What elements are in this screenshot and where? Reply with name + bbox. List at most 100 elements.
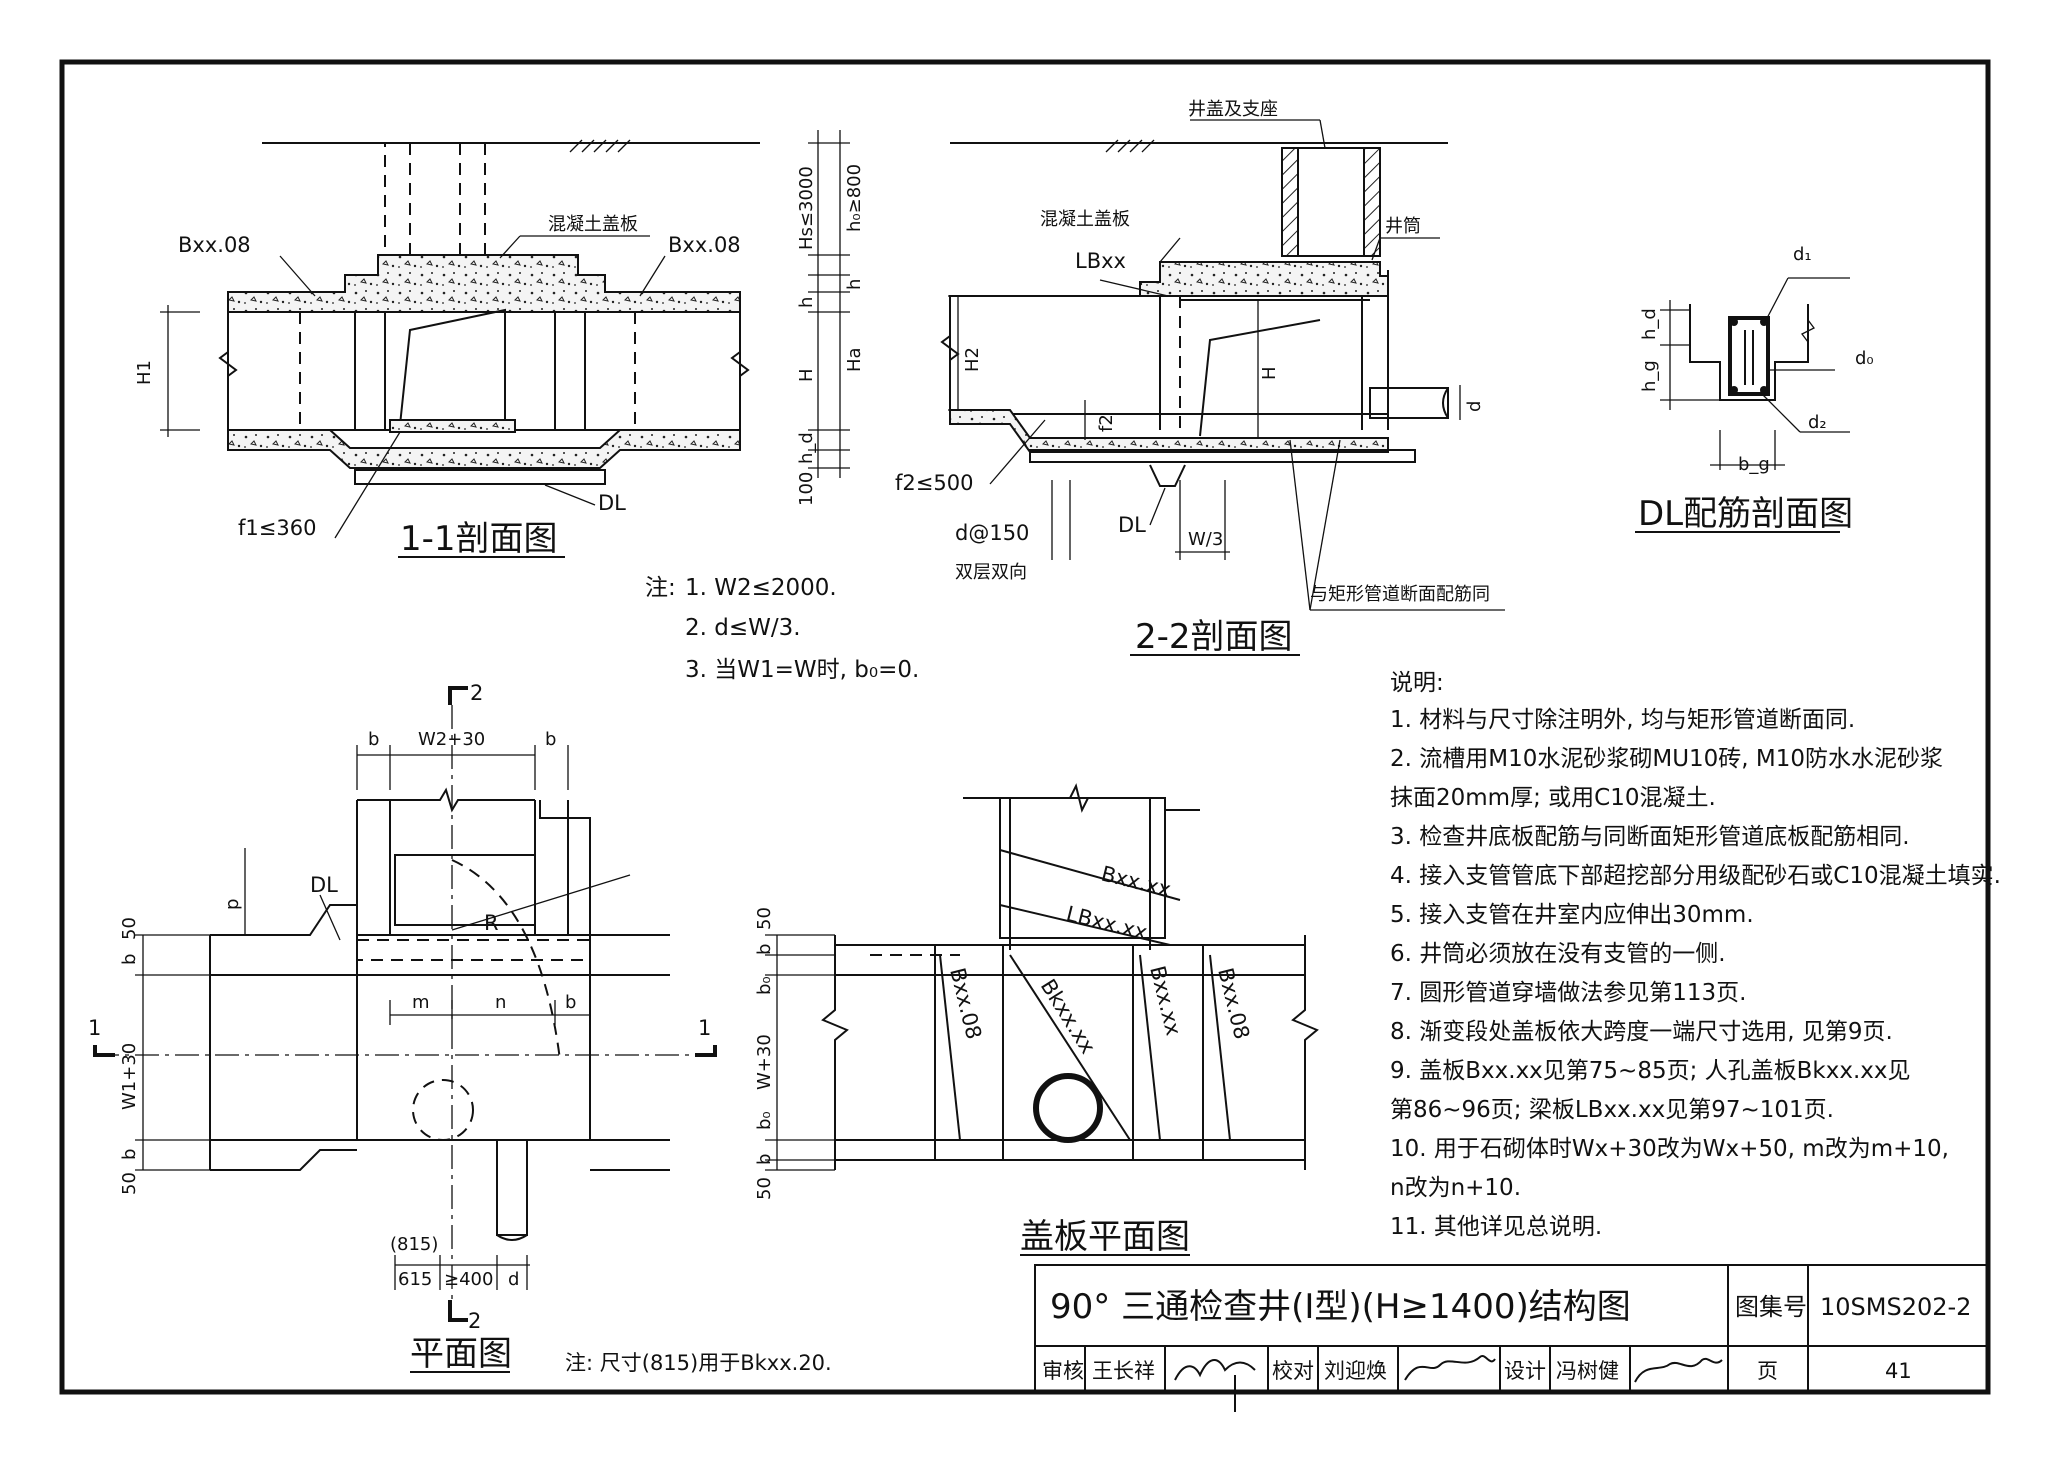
explanation-item-7: 7. 圆形管道穿墙做法参见第113页. bbox=[1390, 980, 1746, 1006]
label-cover-support: 井盖及支座 bbox=[1188, 99, 1278, 120]
dim-hd: h_d bbox=[796, 432, 817, 464]
section-1-1 bbox=[160, 130, 850, 558]
titleblock-page-label: 页 bbox=[1757, 1359, 1778, 1383]
explanation-item-1: 1. 材料与尺寸除注明外, 均与矩形管道断面同. bbox=[1390, 707, 1855, 733]
dim-h1: H1 bbox=[134, 360, 155, 385]
cover-label-bxx08a: Bxx.08 bbox=[945, 965, 986, 1041]
dim-100: 100 bbox=[796, 472, 817, 506]
sheet-border bbox=[59, 59, 1991, 1395]
titleblock-atlas-label: 图集号 bbox=[1735, 1293, 1807, 1321]
dim-h0: h₀≥800 bbox=[844, 164, 865, 232]
plan-dim-w2: W2+30 bbox=[418, 729, 485, 750]
titleblock-title: 90° 三通检查井(Ⅰ型)(H≥1400)结构图 bbox=[1050, 1287, 1631, 1327]
titleblock-design-label: 设计 bbox=[1504, 1359, 1546, 1383]
explanation-item-8: 8. 渐变段处盖板依大跨度一端尺寸选用, 见第9页. bbox=[1390, 1019, 1893, 1045]
plan-dim-w1: W1+30 bbox=[119, 1043, 140, 1110]
titleblock-designer: 冯树健 bbox=[1556, 1359, 1619, 1383]
cover-dim-b0b: b₀ bbox=[754, 1111, 775, 1130]
label-dl-2: DL bbox=[1118, 513, 1146, 537]
label-dl-1: DL bbox=[598, 491, 626, 515]
notes-item-2: 2. d≤W/3. bbox=[685, 615, 801, 641]
plan-dim-b1: b bbox=[368, 729, 379, 750]
dl-section bbox=[1635, 277, 1850, 533]
plan-dim-50a: 50 bbox=[119, 917, 140, 940]
plan-dim-ba: b bbox=[119, 954, 140, 965]
plan-dim-n: n bbox=[495, 992, 506, 1013]
label-bxx-left: Bxx.08 bbox=[178, 233, 251, 257]
explanation-item-4: 4. 接入支管管底下部超挖部分用级配砂石或C10混凝土填实. bbox=[1390, 863, 2001, 889]
title-section-2-2: 2-2剖面图 bbox=[1135, 617, 1293, 657]
titleblock-checker: 刘迎焕 bbox=[1324, 1359, 1387, 1383]
plan-dim-615: 615 bbox=[398, 1269, 432, 1290]
title-block bbox=[1034, 1264, 1989, 1412]
cover-plan bbox=[765, 783, 1319, 1256]
plan-dim-815: (815) bbox=[390, 1234, 438, 1255]
titleblock-atlas-no: 10SMS202-2 bbox=[1820, 1293, 1971, 1321]
explanation-item-11: 11. 其他详见总说明. bbox=[1390, 1214, 1602, 1240]
dim-hg-dl: h_g bbox=[1639, 360, 1660, 392]
cover-dim-b0a: b₀ bbox=[754, 976, 775, 995]
notes-item-3: 3. 当W1=W时, b₀=0. bbox=[685, 657, 919, 683]
label-lbxx: LBxx bbox=[1075, 249, 1126, 273]
notes-item-1: 1. W2≤2000. bbox=[685, 575, 837, 601]
dim-h: h bbox=[796, 297, 817, 308]
explanation-item-10b: n改为n+10. bbox=[1390, 1175, 1521, 1201]
section-2-2 bbox=[940, 119, 1505, 656]
dim-h-big: H bbox=[796, 368, 817, 382]
explanation-item-9: 9. 盖板Bxx.xx见第75~85页; 人孔盖板Bkxx.xx见 bbox=[1390, 1058, 1911, 1084]
label-bxx-right: Bxx.08 bbox=[668, 233, 741, 257]
label-d1: d₁ bbox=[1793, 244, 1812, 265]
title-cover-plan: 盖板平面图 bbox=[1020, 1217, 1190, 1257]
plan-sec2-top: 2 bbox=[470, 681, 483, 705]
cover-dim-50a: 50 bbox=[754, 907, 775, 930]
dim-bg-dl: b_g bbox=[1738, 454, 1770, 475]
title-section-1-1: 1-1剖面图 bbox=[400, 519, 558, 559]
notes-lead: 注: bbox=[645, 575, 676, 601]
explanation-item-2: 2. 流槽用M10水泥砂浆砌MU10砖, M10防水水泥砂浆 bbox=[1390, 746, 1943, 772]
label-f1: f1≤360 bbox=[238, 516, 316, 540]
cover-label-bxx08b: Bxx.08 bbox=[1213, 965, 1254, 1041]
plan-dim-p: p bbox=[222, 899, 243, 910]
plan-dim-bb: b bbox=[119, 1149, 140, 1160]
explanation-heading: 说明: bbox=[1390, 670, 1444, 696]
plan-dim-50b: 50 bbox=[119, 1172, 140, 1195]
label-shaft: 井筒 bbox=[1385, 216, 1421, 237]
plan-sec2-bot: 2 bbox=[468, 1309, 481, 1333]
dim-hs: Hs≤3000 bbox=[796, 166, 817, 250]
plan-sec1-left: 1 bbox=[88, 1016, 101, 1040]
label-slab-2: 混凝土盖板 bbox=[1040, 209, 1130, 230]
plan-label-dl: DL bbox=[310, 873, 338, 897]
cover-dim-b: b bbox=[754, 944, 775, 955]
label-d150: d@150 bbox=[955, 521, 1029, 545]
explanation-item-10: 10. 用于石砌体时Wx+30改为Wx+50, m改为m+10, bbox=[1390, 1136, 1949, 1162]
explanation-item-9b: 第86~96页; 梁板LBxx.xx见第97~101页. bbox=[1390, 1097, 1834, 1123]
explanation-item-3: 3. 检查井底板配筋与同断面矩形管道底板配筋相同. bbox=[1390, 824, 1910, 850]
dim-f2: f2 bbox=[1096, 414, 1117, 432]
titleblock-reviewer: 王长祥 bbox=[1092, 1359, 1155, 1383]
plan-label-r: R bbox=[484, 911, 499, 935]
dim-ha: Ha bbox=[844, 347, 865, 372]
cover-dim-w: W+30 bbox=[754, 1034, 775, 1090]
dim-hd-dl: h_d bbox=[1639, 308, 1660, 340]
label-d0: d₀ bbox=[1855, 348, 1874, 369]
plan-note: 注: 尺寸(815)用于Bkxx.20. bbox=[565, 1351, 832, 1375]
plan-view bbox=[93, 686, 717, 1373]
explanation-item-2b: 抹面20mm厚; 或用C10混凝土. bbox=[1390, 785, 1716, 811]
label-two-way: 双层双向 bbox=[955, 562, 1027, 583]
explanation-item-6: 6. 井筒必须放在没有支管的一侧. bbox=[1390, 941, 1726, 967]
titleblock-review-label: 审核 bbox=[1042, 1359, 1084, 1383]
plan-dim-d: d bbox=[508, 1269, 519, 1290]
cover-label-bxx-top: Bxx.xx bbox=[1099, 862, 1174, 902]
dim-h-small: h bbox=[844, 279, 865, 290]
label-d2: d₂ bbox=[1808, 412, 1827, 433]
title-dl-section: DL配筋剖面图 bbox=[1638, 494, 1853, 534]
plan-dim-b3: b bbox=[565, 992, 576, 1013]
plan-sec1-right: 1 bbox=[698, 1016, 711, 1040]
label-concrete-slab: 混凝土盖板 bbox=[548, 214, 638, 235]
dim-h2: H2 bbox=[962, 347, 983, 372]
titleblock-check-label: 校对 bbox=[1272, 1359, 1314, 1383]
dim-h-2: H bbox=[1259, 366, 1280, 380]
plan-dim-b2: b bbox=[545, 729, 556, 750]
label-same-rect: 与矩形管道断面配筋同 bbox=[1310, 584, 1490, 605]
